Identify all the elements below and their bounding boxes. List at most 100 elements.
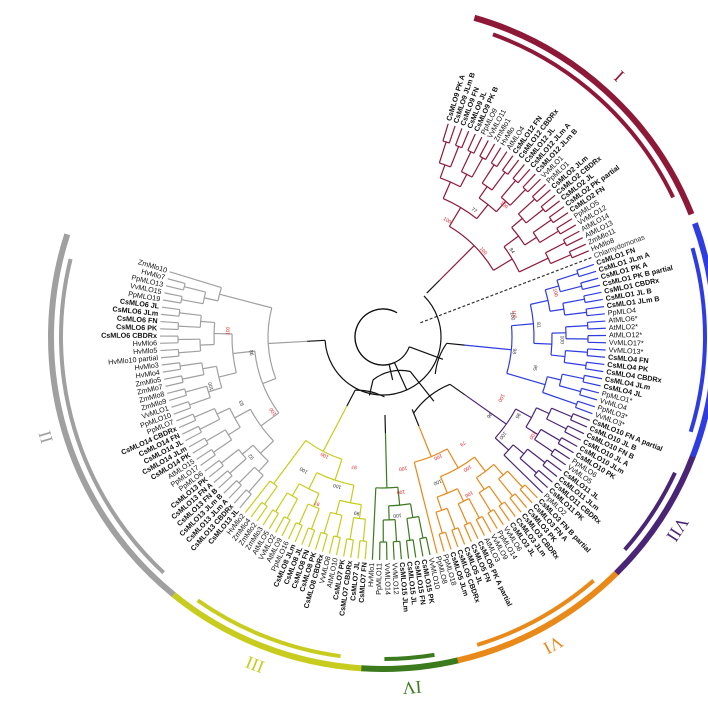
branch-radial: [281, 519, 291, 537]
branch-radial: [570, 419, 588, 428]
branch-radial: [474, 456, 486, 472]
branch-radial: [542, 391, 577, 405]
branch-radial: [275, 492, 288, 512]
support-value: 100: [320, 451, 330, 460]
branch-radial: [507, 470, 523, 488]
clade-stem: [439, 245, 475, 281]
branch-arc: [564, 425, 569, 433]
branch-radial: [463, 524, 472, 542]
branch-radial: [550, 354, 566, 358]
branch-arc: [201, 362, 205, 375]
branch-radial: [559, 385, 581, 393]
branch-arc: [476, 515, 483, 521]
branch-radial: [550, 254, 572, 265]
branch-arc: [569, 413, 574, 421]
branch-radial: [554, 448, 571, 460]
branch-radial: [469, 522, 479, 540]
branch-arc: [478, 197, 497, 213]
branch-radial: [536, 189, 551, 203]
support-value: 100: [396, 488, 405, 495]
branch-radial: [229, 458, 247, 474]
branch-radial: [567, 425, 585, 435]
support-value: 100: [478, 246, 488, 256]
branch-arc: [451, 527, 459, 531]
branch-radial: [328, 535, 335, 554]
branch-radial: [506, 372, 546, 386]
backbone-arc: [324, 295, 442, 396]
branch-arc: [548, 216, 554, 224]
branch-radial: [349, 485, 355, 503]
branch-radial: [218, 475, 233, 489]
branch-radial: [519, 457, 537, 474]
branch-arc: [583, 295, 586, 303]
branch-radial: [189, 396, 211, 406]
branch-radial: [527, 178, 541, 193]
branch-arc: [180, 296, 183, 304]
branch-arc: [574, 400, 579, 408]
branch-radial: [512, 444, 525, 455]
backbone-stem: [446, 342, 465, 346]
leaf-label-hvmlo6: HvMlo6: [133, 338, 158, 348]
branch-radial: [485, 143, 496, 160]
branch-radial: [397, 487, 401, 506]
branch-radial: [524, 236, 537, 246]
leaf-label-vvmlo17: VvMLO17*: [609, 338, 644, 348]
branch-radial: [167, 388, 185, 394]
branch-radial: [310, 508, 320, 530]
branch-arc: [436, 488, 458, 498]
branch-radial: [545, 242, 566, 254]
branch-radial: [533, 342, 552, 345]
branch-radial: [556, 218, 573, 229]
branch-radial: [542, 464, 558, 477]
branch-radial: [162, 368, 181, 373]
branch-radial: [471, 157, 484, 178]
branch-arc: [491, 162, 498, 168]
branch-radial: [473, 136, 483, 154]
support-value: 100: [442, 216, 452, 225]
branch-radial: [313, 493, 320, 507]
branch-radial: [514, 493, 528, 508]
branch-radial: [438, 533, 445, 552]
branch-radial: [446, 508, 456, 530]
support-value: 100: [207, 381, 215, 391]
backbone-arc: [354, 308, 398, 366]
clade-label-iv: IV: [402, 677, 423, 698]
branch-radial: [511, 217, 523, 228]
backbone-stem: [393, 362, 408, 391]
branch-arc: [440, 456, 475, 478]
clade-label-i: I: [610, 67, 628, 86]
branch-radial: [559, 224, 577, 235]
branch-radial: [540, 194, 556, 208]
support-value: 100: [510, 310, 517, 319]
branch-radial: [358, 504, 362, 519]
leaf-label-csmlo7-jl: CsMLO7 JL: [348, 560, 361, 601]
branch-radial: [449, 146, 460, 168]
branch-arc: [375, 486, 398, 489]
branch-radial: [220, 449, 240, 464]
clade-stem: [464, 344, 512, 351]
support-value: 100: [496, 393, 505, 403]
leaf-label-hvmlo4: HvMlo4: [135, 368, 160, 381]
clade-arc-v: [689, 222, 708, 458]
support-value: 100: [268, 406, 278, 416]
clade-stem: [322, 405, 348, 452]
branch-radial: [490, 147, 502, 164]
clade-label-ii: II: [34, 428, 57, 445]
branch-radial: [206, 429, 226, 442]
branch-radial: [321, 534, 328, 552]
branch-arc: [308, 527, 315, 531]
support-value: 100: [497, 430, 507, 440]
branch-radial: [533, 474, 548, 488]
branch-arc: [476, 464, 495, 479]
branch-radial: [287, 522, 297, 540]
branch-radial: [461, 130, 470, 148]
branch-radial: [294, 525, 303, 543]
branch-radial: [525, 426, 539, 436]
branch-radial: [448, 125, 456, 144]
branch-radial: [580, 277, 599, 284]
branch-radial: [581, 387, 600, 394]
leaf-label-csmlo6-fn: CsMLO6 FN: [117, 313, 158, 325]
branch-radial: [336, 515, 343, 537]
